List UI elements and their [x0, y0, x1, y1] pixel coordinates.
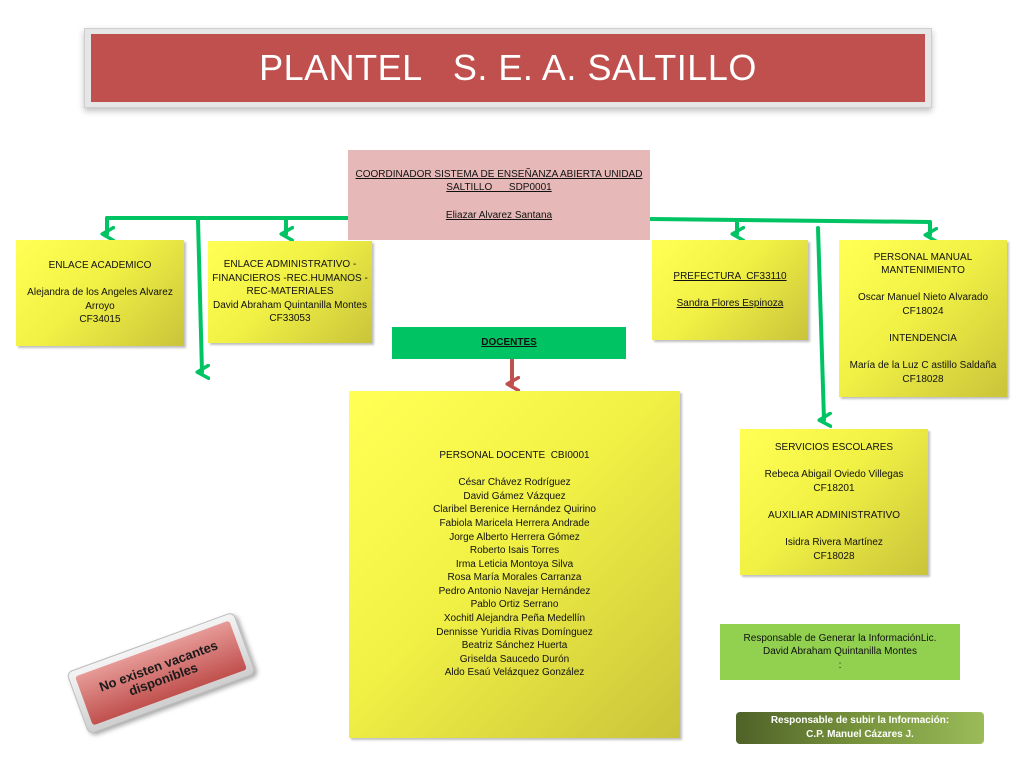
personal-docente-line: David Gámez Vázquez: [463, 490, 566, 502]
coordinator-name: Eliazar Alvarez Santana: [445, 209, 553, 221]
servicios-escolares-line: Isidra Rivera Martínez: [785, 536, 883, 548]
enlace-academico-line: ENLACE ACADEMICO: [48, 260, 152, 272]
personal-docente-line: Griselda Saucedo Durón: [459, 653, 570, 665]
responsable-generar-line: :: [838, 659, 842, 671]
servicios-escolares-line: AUXILIAR ADMINISTRATIVO: [767, 509, 901, 521]
personal-docente-line: Pablo Ortiz Serrano: [470, 599, 559, 611]
docentes-label: DOCENTES: [481, 337, 537, 349]
enlace-academico-line: CF34015: [79, 314, 121, 326]
personal-docente-line: Jorge Alberto Herrera Gómez: [449, 531, 580, 543]
prefectura-box: PREFECTURA CF33110 Sandra Flores Espinoz…: [652, 240, 808, 340]
responsable-subir-box: Responsable de subir la Información: C.P…: [736, 712, 984, 744]
enlace-academico-line: Arroyo: [85, 300, 115, 312]
servicios-escolares-line: [744, 454, 924, 468]
personal-docente-line: Roberto Isais Torres: [469, 545, 560, 557]
servicios-escolares-line: CF18201: [813, 482, 855, 494]
responsable-generar-box: Responsable de Generar la InformaciónLic…: [720, 624, 960, 680]
coordinator-line: COORDINADOR SISTEMA DE ENSEÑANZA ABIERTA…: [355, 168, 643, 180]
enlace-administrativo-line: FINANCIEROS -REC.HUMANOS -: [212, 272, 368, 284]
personal-manual-line: MANTENIMIENTO: [881, 265, 965, 277]
personal-docente-line: Rosa María Morales Carranza: [447, 572, 582, 584]
prefectura-line: [656, 283, 804, 297]
servicios-escolares-line: [744, 495, 924, 509]
enlace-administrativo-line: ENLACE ADMINISTRATIVO -: [223, 259, 357, 271]
servicios-escolares-line: CF18028: [813, 550, 855, 562]
personal-docente-line: Pedro Antonio Navejar Hernández: [438, 585, 591, 597]
title-bar: PLANTEL S. E. A. SALTILLO: [91, 34, 925, 102]
responsable-subir-line: Responsable de subir la Información:: [770, 715, 950, 727]
personal-docente-line: Fabiola Maricela Herrera Andrade: [439, 517, 590, 529]
prefectura-name: Sandra Flores Espinoza: [676, 297, 784, 309]
docentes-label-box: DOCENTES: [392, 327, 626, 359]
personal-docente-line: [353, 463, 676, 477]
personal-manual-line: INTENDENCIA: [889, 333, 957, 345]
responsable-generar-line: David Abraham Quintanilla Montes: [763, 646, 917, 658]
enlace-academico-box: ENLACE ACADEMICO Alejandra de los Angele…: [16, 240, 184, 346]
personal-docente-line: Xochitl Alejandra Peña Medellín: [443, 613, 586, 625]
personal-docente-line: Aldo Esaú Velázquez González: [444, 667, 585, 679]
personal-docente-line: Dennisse Yuridia Rivas Domínguez: [436, 626, 593, 638]
personal-manual-line: CF18028: [902, 373, 944, 385]
arrow-long-left: [198, 218, 202, 372]
personal-docente-line: PERSONAL DOCENTE CBI0001: [439, 449, 590, 461]
coordinator-box: COORDINADOR SISTEMA DE ENSEÑANZA ABIERTA…: [348, 150, 650, 240]
servicios-escolares-box: SERVICIOS ESCOLARES Rebeca Abigail Ovied…: [740, 429, 928, 575]
enlace-academico-line: Alejandra de los Angeles Alvarez: [27, 287, 173, 299]
servicios-escolares-line: Rebeca Abigail Oviedo Villegas: [764, 469, 904, 481]
enlace-academico-line: [20, 273, 180, 287]
servicios-escolares-line: SERVICIOS ESCOLARES: [774, 441, 894, 453]
enlace-administrativo-box: ENLACE ADMINISTRATIVO - FINANCIEROS -REC…: [208, 241, 372, 343]
page-title: PLANTEL S. E. A. SALTILLO: [259, 47, 757, 88]
personal-docente-line: Claribel Berenice Hernández Quirino: [433, 504, 596, 516]
personal-manual-line: CF18024: [902, 305, 944, 317]
enlace-administrativo-line: CF33053: [269, 313, 311, 325]
horizontal-connector-right: [649, 217, 932, 224]
personal-manual-line: PERSONAL MANUAL: [873, 251, 973, 263]
responsable-subir-line: C.P. Manuel Cázares J.: [806, 729, 914, 740]
personal-docente-box: PERSONAL DOCENTE CBI0001 César Chávez Ro…: [349, 391, 680, 738]
personal-manual-line: Oscar Manuel Nieto Alvarado: [857, 292, 989, 304]
responsable-generar-line: Responsable de Generar la InformaciónLic…: [743, 632, 937, 644]
prefectura-line: PREFECTURA CF33110: [673, 270, 787, 282]
personal-docente-line: Irma Leticia Montoya Silva: [455, 558, 574, 570]
personal-docente-line: César Chávez Rodríguez: [458, 477, 571, 489]
personal-manual-line: [843, 278, 1003, 292]
personal-manual-line: [843, 319, 1003, 333]
personal-manual-box: PERSONAL MANUAL MANTENIMIENTO Oscar Manu…: [839, 240, 1007, 397]
coordinator-line: [352, 195, 646, 209]
servicios-escolares-line: [744, 522, 924, 536]
personal-manual-line: María de la Luz C astillo Saldaña: [849, 360, 997, 372]
personal-docente-line: Beatriz Sánchez Huerta: [461, 640, 568, 652]
personal-manual-line: [843, 346, 1003, 360]
coordinator-line: SALTILLO SDP0001: [446, 182, 552, 194]
arrow-to-servicios-escolares: [816, 226, 824, 420]
enlace-administrativo-line: REC-MATERIALES: [246, 286, 334, 298]
enlace-administrativo-line: David Abraham Quintanilla Montes: [213, 299, 367, 311]
